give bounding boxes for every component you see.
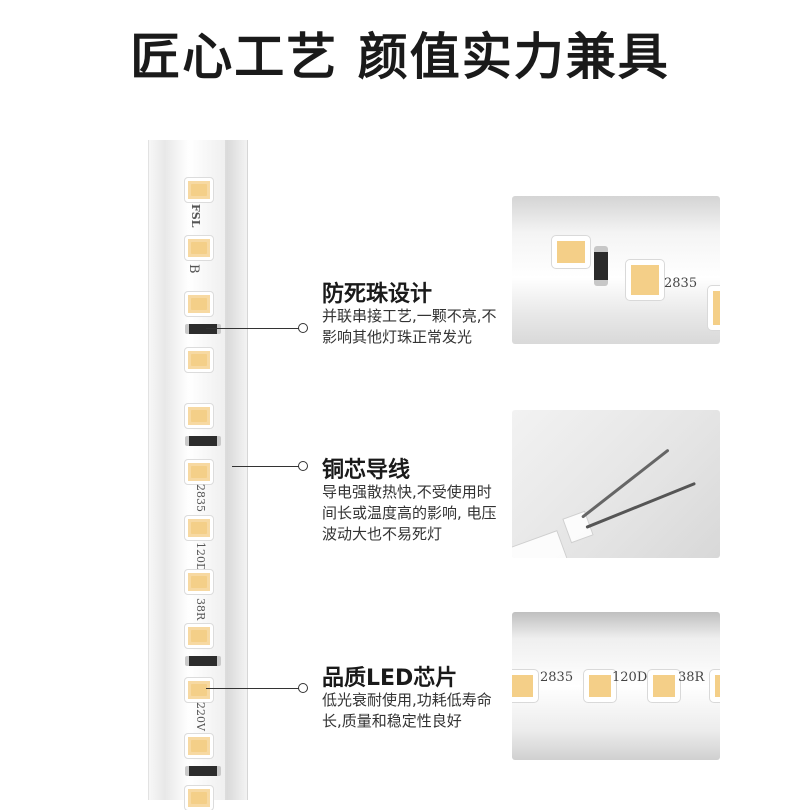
copper-wire: [581, 448, 670, 519]
connector-dot: [298, 683, 308, 693]
feature-title-anti-dead: 防死珠设计: [322, 282, 433, 307]
led-chip: [185, 734, 213, 758]
feature-title-copper-wire: 铜芯导线: [322, 458, 411, 483]
led-chip: [512, 670, 538, 702]
feature-title-led-chip: 品质LED芯片: [322, 666, 458, 691]
resistor: [185, 324, 221, 334]
connector-dot: [298, 461, 308, 471]
resistor: [185, 436, 221, 446]
connector-line: [232, 466, 302, 467]
led-chip: [185, 516, 213, 540]
led-chip: [185, 236, 213, 260]
resistor: [185, 656, 221, 666]
led-chip: [185, 292, 213, 316]
feature-desc-anti-dead: 并联串接工艺,一颗不亮,不影响其他灯珠正常发光: [322, 307, 497, 346]
strip-end: [512, 530, 572, 558]
led-strip: FSL B 2835 120D 38R 220V: [148, 140, 248, 810]
strip-brand: FSL: [189, 204, 202, 228]
closeup-print-2835: 2835: [540, 670, 574, 685]
led-chip: [710, 670, 720, 702]
strip-print-2835: 2835: [194, 484, 207, 512]
strip-mark: B: [186, 264, 201, 274]
led-chip: [708, 286, 720, 330]
closeup-copper-wire-photo: [512, 410, 720, 558]
led-chip: [185, 178, 213, 202]
connector-dot: [298, 323, 308, 333]
copper-wire: [585, 481, 696, 529]
page-title: 匠心工艺 颜值实力兼具: [130, 28, 670, 86]
led-chip: [552, 236, 590, 268]
feature-desc-led-chip: 低光衰耐使用,功耗低寿命长,质量和稳定性良好: [322, 691, 492, 730]
led-chip: [584, 670, 616, 702]
closeup-led-chip-photo: 2835 120D 38R: [512, 612, 720, 760]
strip-print-220v: 220V: [194, 702, 207, 731]
resistor: [185, 766, 221, 776]
strip-print-120d: 120D: [194, 542, 207, 572]
led-chip: [185, 570, 213, 594]
closeup-print-2835: 2835: [664, 276, 698, 291]
connector-line: [206, 688, 302, 689]
feature-desc-copper-wire: 导电强散热快,不受使用时间长或温度高的影响, 电压波动大也不易死灯: [322, 483, 497, 543]
led-chip: [185, 786, 213, 810]
led-chip: [648, 670, 680, 702]
closeup-print-38r: 38R: [678, 670, 705, 685]
led-chip: [185, 460, 213, 484]
led-chip: [185, 624, 213, 648]
led-chip: [185, 348, 213, 372]
led-chip: [626, 260, 664, 300]
strip-print-38r: 38R: [194, 598, 207, 621]
led-chip: [185, 678, 213, 702]
led-chip: [185, 404, 213, 428]
closeup-anti-dead-photo: 2835: [512, 196, 720, 344]
connector-line: [206, 328, 302, 329]
resistor: [594, 246, 608, 286]
closeup-print-120d: 120D: [612, 670, 648, 685]
